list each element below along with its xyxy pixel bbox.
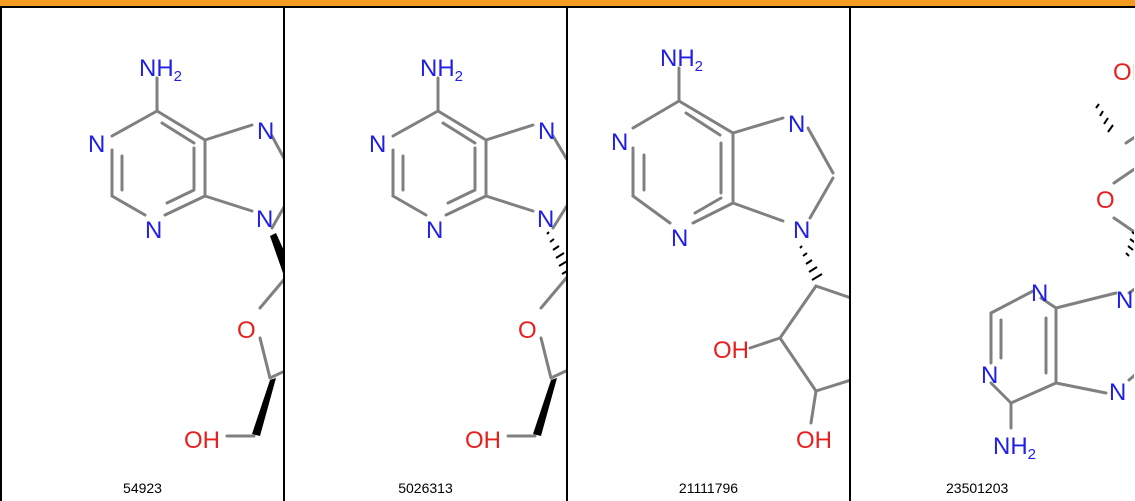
ring-oxygen-label: O: [1096, 187, 1115, 214]
ring-nitrogen-label: N: [611, 129, 628, 156]
ring-nitrogen-label: N: [1031, 280, 1048, 307]
amine-subscript: 2: [1028, 446, 1036, 463]
ring-nitrogen-label: N: [145, 217, 162, 244]
svg-text:NH2: NH2: [139, 55, 182, 85]
ring-nitrogen-label: N: [788, 111, 805, 138]
amine-subscript: 2: [695, 58, 703, 75]
compound-cell[interactable]: NH2 N N N N O OH 5026313: [285, 8, 568, 501]
ring-nitrogen-label: N: [537, 206, 554, 233]
amine-label: NH: [660, 45, 695, 72]
ring-nitrogen-label: N: [1109, 379, 1126, 406]
amine-subscript: 2: [174, 68, 182, 85]
ring-nitrogen-label: N: [1116, 287, 1133, 314]
svg-text:NH2: NH2: [993, 433, 1036, 463]
ring-nitrogen-label: N: [538, 118, 555, 145]
hydroxyl-label: OH: [713, 337, 749, 364]
amine-label: NH: [993, 433, 1028, 460]
ring-nitrogen-label: N: [88, 131, 105, 158]
ring-nitrogen-label: N: [256, 206, 273, 233]
ring-oxygen-label: O: [518, 317, 537, 344]
ring-nitrogen-label: N: [257, 118, 274, 145]
ring-oxygen-label: O: [237, 317, 256, 344]
compound-id: 21111796: [678, 480, 739, 496]
ring-nitrogen-label: N: [793, 217, 810, 244]
amine-label: NH: [420, 55, 455, 82]
svg-text:NH2: NH2: [420, 55, 463, 85]
ring-nitrogen-label: N: [671, 225, 688, 252]
header-bar: [0, 0, 1135, 8]
compound-id: 23501203: [946, 480, 1009, 496]
structure-diagram: NH2 N N N N O OH: [369, 55, 566, 454]
compound-cell[interactable]: NH2 N N N N OH OH 21111796: [568, 8, 851, 501]
hydroxyl-label: OH: [796, 427, 832, 454]
compound-cell[interactable]: NH2 N N N N O OH 54923: [2, 8, 285, 501]
ring-nitrogen-label: N: [369, 131, 386, 158]
svg-text:NH2: NH2: [660, 45, 703, 75]
compound-id: 5026313: [398, 480, 453, 496]
structure-diagram: OI O N N N N NH2: [981, 59, 1134, 463]
ring-nitrogen-label: N: [981, 362, 998, 389]
hydroxyl-label: OI: [1113, 59, 1134, 86]
compound-cell[interactable]: OI O N N N N NH2 23501203: [851, 8, 1135, 501]
compound-id: 54923: [123, 480, 162, 496]
structure-diagram: NH2 N N N N O OH: [88, 55, 283, 454]
amine-subscript: 2: [455, 68, 463, 85]
hydroxyl-label: OH: [465, 427, 501, 454]
structure-diagram: NH2 N N N N OH OH: [611, 45, 849, 454]
amine-label: NH: [139, 55, 174, 82]
compound-grid: NH2 N N N N O OH 54923: [0, 8, 1135, 501]
ring-nitrogen-label: N: [426, 217, 443, 244]
hydroxyl-label: OH: [184, 427, 220, 454]
